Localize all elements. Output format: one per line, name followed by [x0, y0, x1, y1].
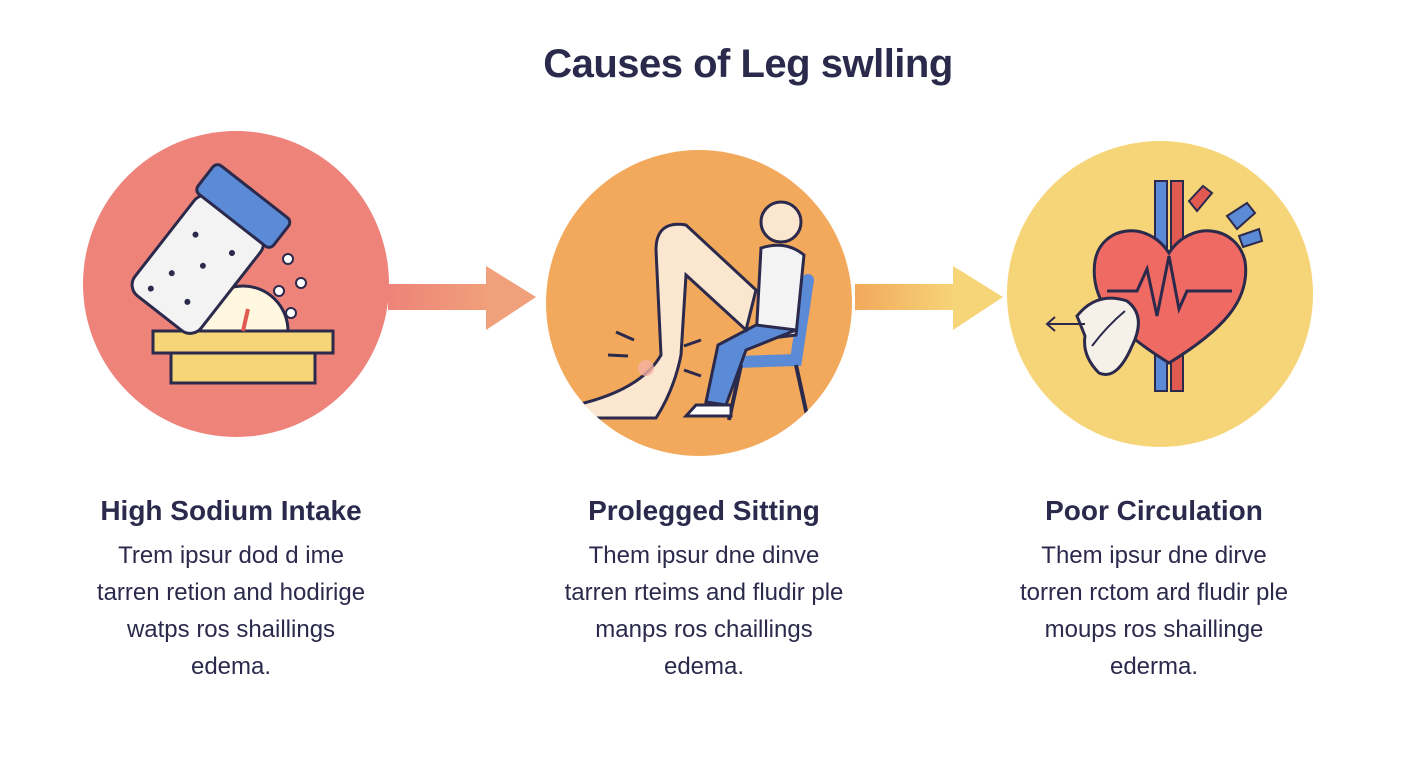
arrow-right-icon: [388, 266, 536, 330]
page-title: Causes of Leg swlling: [543, 42, 953, 86]
description-line: watps ros shaillings: [126, 616, 336, 643]
circulation-circle: [1007, 141, 1313, 447]
description-line: Trem ipsur dod d ime: [118, 542, 344, 569]
description-line: torren rctom ard fludir ple: [1019, 579, 1289, 606]
description-line: Them ipsur dne dinve: [588, 542, 820, 569]
sitting-person-icon: [574, 200, 814, 421]
description-line: edema.: [663, 653, 745, 680]
arrow-right-icon: [855, 266, 1003, 330]
heart-circulation-icon: [1045, 180, 1264, 392]
step-heading-sodium: High Sodium Intake: [100, 495, 362, 526]
description-line: Them ipsur dne dirve: [1041, 542, 1267, 569]
step-description-sodium: Trem ipsur dod d ime tarren retion and h…: [41, 537, 421, 685]
description-line: moups ros shaillinge: [1044, 616, 1264, 643]
step-description-circulation: Them ipsur dne dirve torren rctom ard fl…: [964, 537, 1344, 685]
description-line: manps ros chaillings: [595, 616, 813, 643]
sodium-circle: [83, 131, 389, 437]
sitting-circle: [546, 150, 852, 456]
description-line: tarren retion and hodirige: [96, 579, 366, 606]
description-line: tarren rteims and fludir ple: [564, 579, 844, 606]
description-line: edema.: [190, 653, 272, 680]
step-description-sitting: Them ipsur dne dinve tarren rteims and f…: [514, 537, 894, 685]
salt-shaker-icon: [130, 163, 335, 385]
step-heading-circulation: Poor Circulation: [1045, 495, 1263, 526]
step-heading-sitting: Prolegged Sitting: [588, 495, 820, 526]
description-line: ederma.: [1109, 653, 1199, 680]
